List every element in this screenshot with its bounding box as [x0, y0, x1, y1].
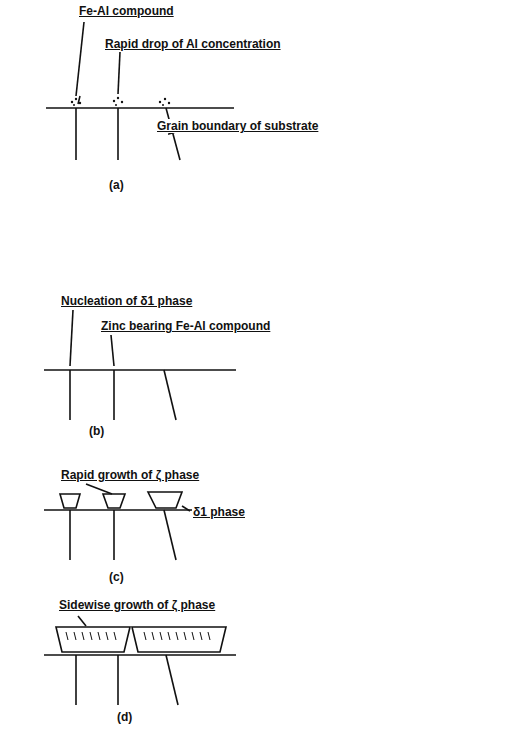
part-label: Sidewise growth of ζ phase [58, 598, 216, 612]
hatching [66, 632, 210, 640]
panel-letter: (c) [108, 570, 125, 584]
part-label: Rapid growth of ζ phase [60, 468, 200, 482]
part-label: Fe-Al compound [78, 4, 175, 18]
panel-letter: (b) [88, 424, 105, 438]
part-label: Nucleation of δ1 phase [60, 294, 193, 308]
panel-letter: (a) [108, 178, 125, 192]
compound-dots [71, 97, 170, 106]
part-label: Grain boundary of substrate [156, 119, 319, 133]
part-label: δ1 phase [192, 505, 246, 519]
panel-c [44, 484, 236, 560]
part-label: Rapid drop of Al concentration [104, 37, 282, 51]
part-label: Zinc bearing Fe-Al compound [100, 319, 271, 333]
panel-letter: (d) [116, 710, 133, 724]
panel-d [44, 616, 236, 705]
